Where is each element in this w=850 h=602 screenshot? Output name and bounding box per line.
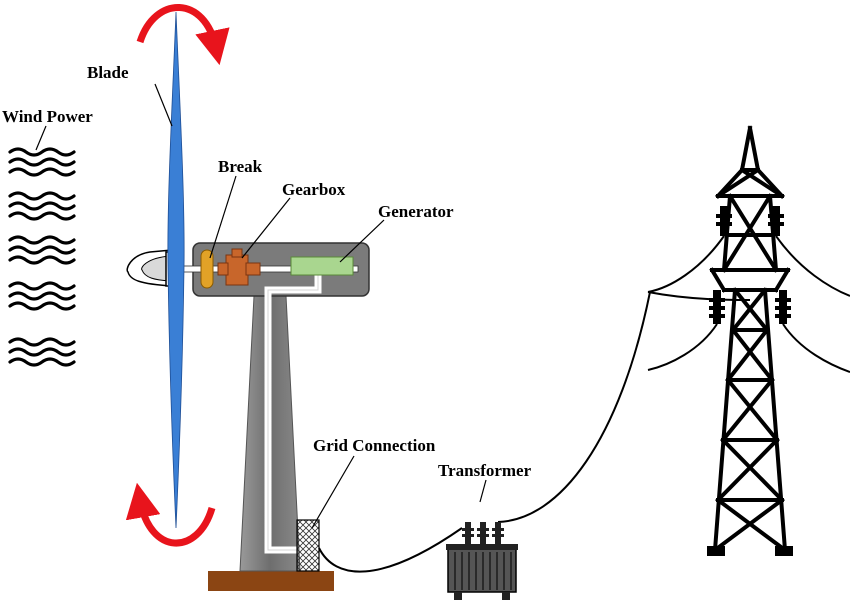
power-cable <box>264 272 322 554</box>
brake <box>200 249 214 289</box>
blade-label: Blade <box>87 63 129 82</box>
transmission-tower-icon <box>647 125 850 556</box>
leader-transformer <box>479 479 487 503</box>
wind-wave-icon <box>8 337 76 367</box>
wind-power-label: Wind Power <box>2 107 93 126</box>
cable-to-pylon <box>497 291 651 523</box>
leader-wind-power <box>35 125 47 151</box>
wind-wave-icon <box>8 191 76 221</box>
blade <box>167 11 185 529</box>
cable-to-transformer <box>318 527 463 573</box>
wind-wave-icon <box>8 235 76 265</box>
rotation-arrow-bottom <box>125 482 216 547</box>
rotation-arrow-top <box>136 4 230 66</box>
leader-generator <box>339 219 385 263</box>
break-label: Break <box>218 157 263 176</box>
transformer-icon <box>446 522 518 600</box>
grid-connection-label: Grid Connection <box>313 436 436 455</box>
generator-label: Generator <box>378 202 454 221</box>
leader-blade <box>154 83 173 127</box>
gearbox-label: Gearbox <box>282 180 346 199</box>
leader-grid-connection <box>311 455 355 529</box>
grid-connection-box <box>296 519 320 572</box>
leader-gearbox <box>241 197 291 259</box>
foundation <box>208 571 334 591</box>
transformer-label: Transformer <box>438 461 532 480</box>
generator <box>290 256 354 276</box>
wind-wave-icon <box>8 281 76 311</box>
gearbox <box>217 248 261 286</box>
wind-wave-icon <box>8 147 76 177</box>
leader-break <box>209 175 237 259</box>
